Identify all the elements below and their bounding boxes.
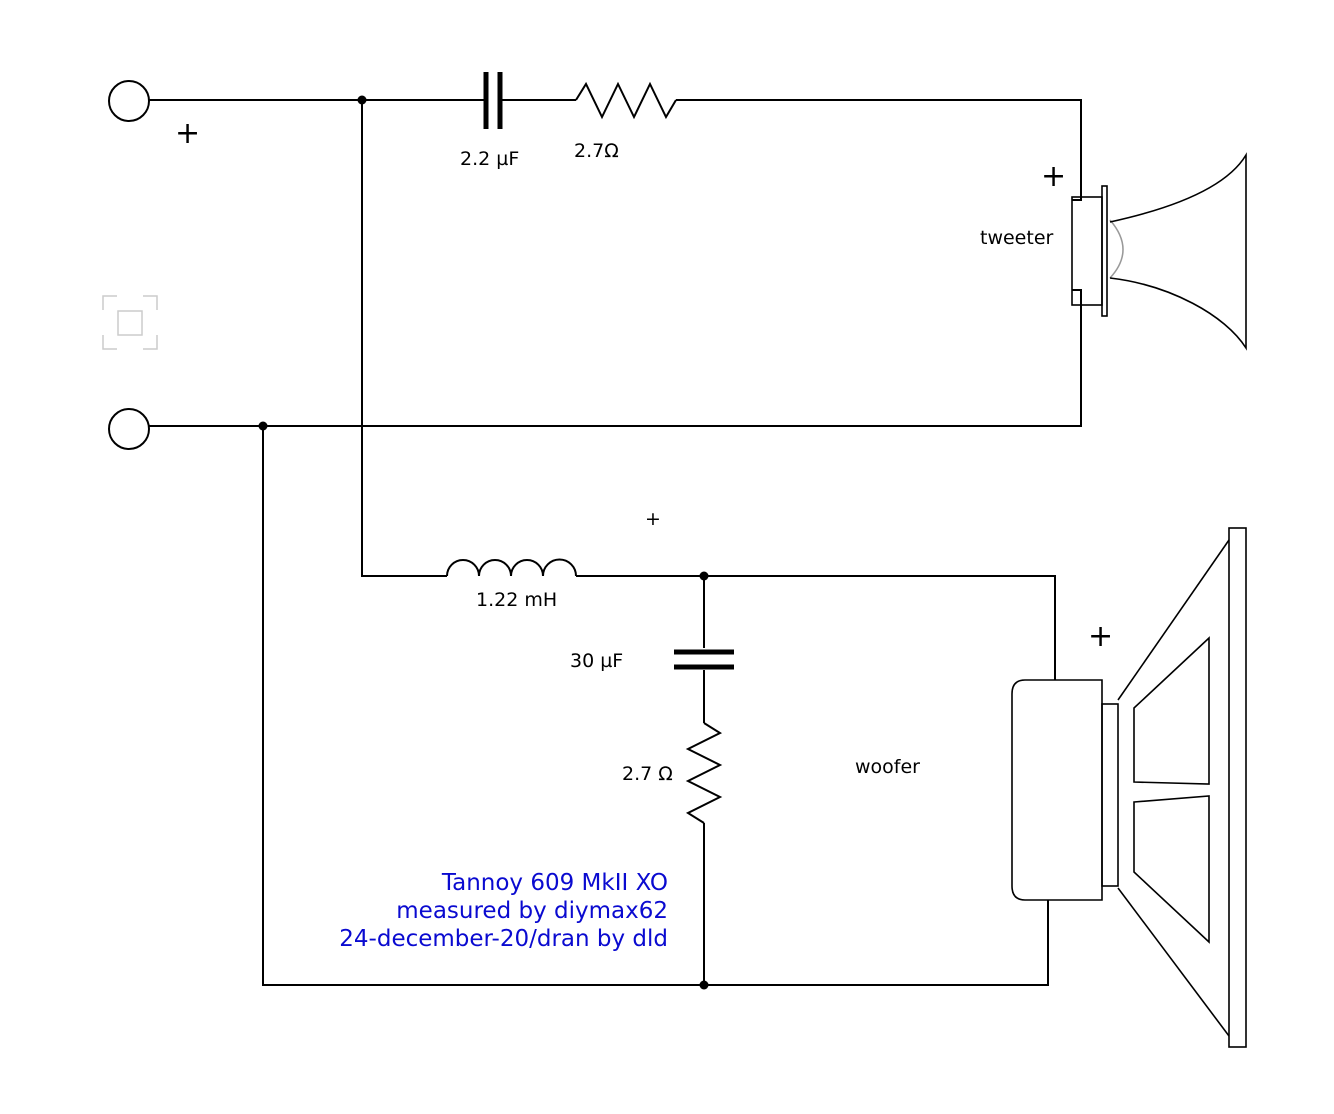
woofer-capacitor <box>674 649 734 670</box>
woofer-resistor <box>685 722 723 824</box>
junction-dot <box>357 95 367 105</box>
woofer-resistor-label: 2.7 Ω <box>622 763 673 785</box>
junction-dot <box>258 421 268 431</box>
woofer-branch-wires <box>262 100 1056 986</box>
credit-line-1: Tannoy 609 MkII XO <box>441 870 668 896</box>
tweeter-branch-wires <box>149 99 1082 427</box>
tweeter-label: tweeter <box>980 227 1054 249</box>
woofer-plus-sign: + <box>1088 619 1113 654</box>
selection-handle-icon[interactable] <box>102 295 158 350</box>
woofer-label: woofer <box>855 756 920 778</box>
tweeter-resistor-label: 2.7Ω <box>574 140 619 162</box>
input-plus-sign: + <box>175 116 200 151</box>
woofer-capacitor-label: 30 µF <box>570 650 623 672</box>
woofer-driver <box>1011 527 1247 1048</box>
woofer-inductor <box>446 558 577 577</box>
tweeter-driver <box>1071 152 1247 351</box>
cursor-crosshair: + <box>645 508 661 530</box>
tweeter-capacitor <box>483 72 503 129</box>
tweeter-plus-sign: + <box>1041 159 1066 194</box>
credit-line-3: 24-december-20/dran by dld <box>339 926 668 952</box>
positive-input-terminal[interactable] <box>108 80 150 122</box>
tweeter-capacitor-label: 2.2 µF <box>460 148 519 170</box>
credit-line-2: measured by diymax62 <box>396 898 668 924</box>
junction-dot <box>699 571 709 581</box>
junction-dot <box>699 980 709 990</box>
negative-input-terminal[interactable] <box>108 408 150 450</box>
tweeter-resistor <box>575 81 677 120</box>
woofer-inductor-label: 1.22 mH <box>476 589 557 611</box>
